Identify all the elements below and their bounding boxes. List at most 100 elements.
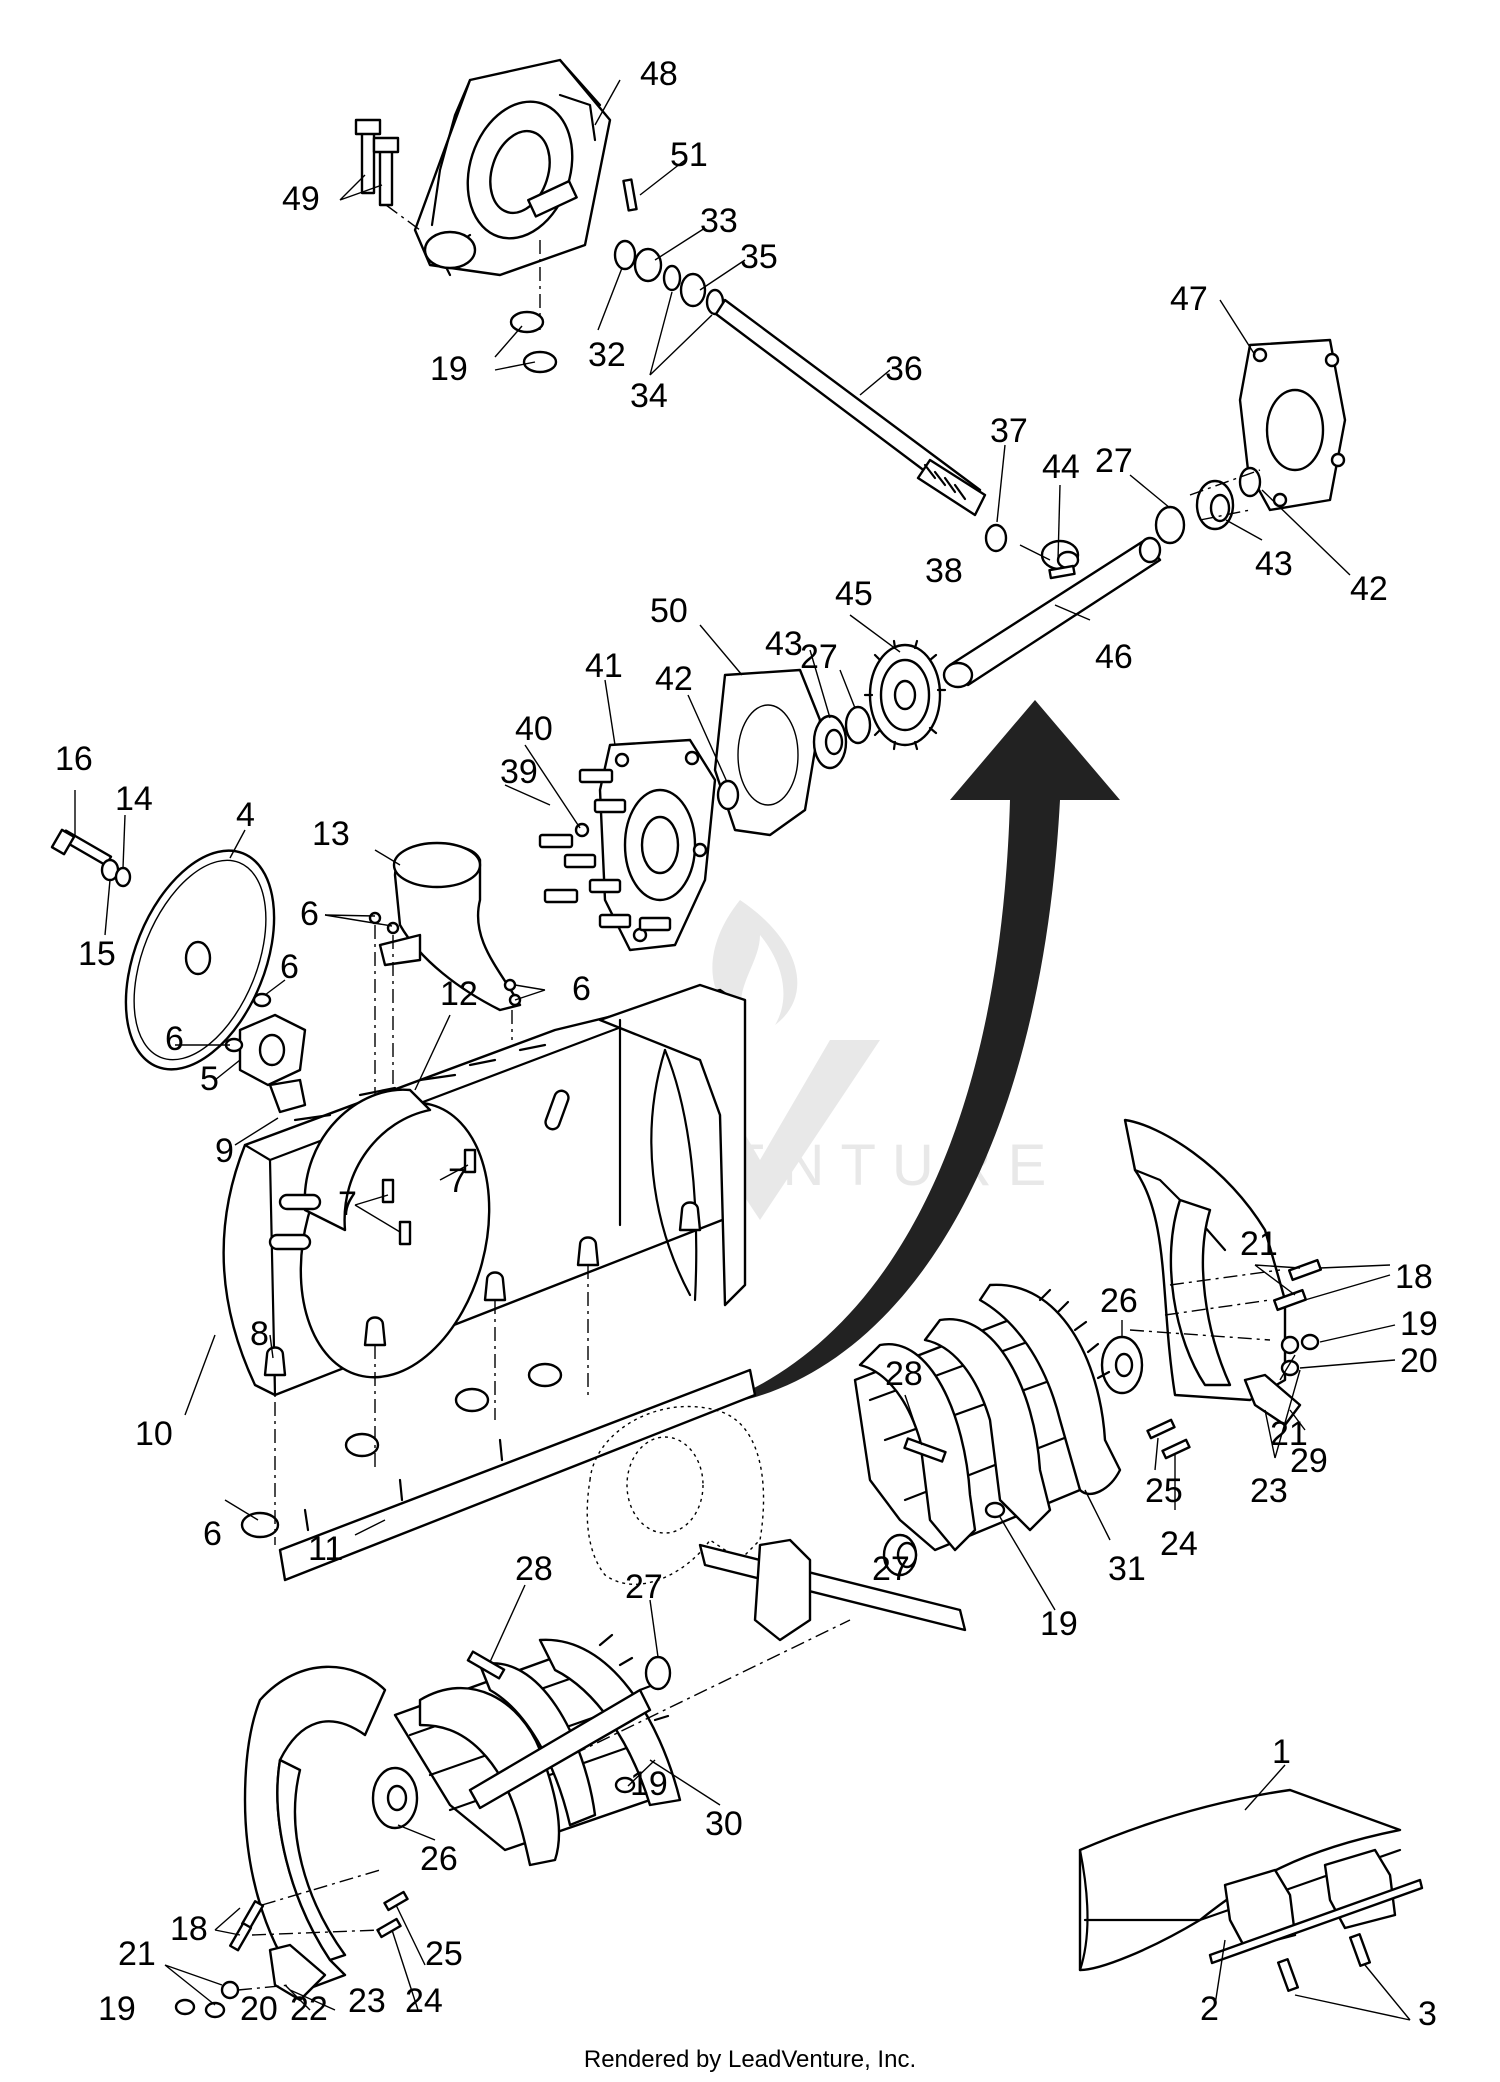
part-label-36: 36: [885, 350, 923, 388]
part-label-24: 24: [1160, 1525, 1198, 1563]
part-label-22: 22: [290, 1990, 328, 2028]
part-label-8: 8: [250, 1315, 269, 1353]
nut-19-left: [174, 1998, 196, 2016]
part-label-28: 28: [515, 1550, 553, 1588]
part-label-20: 20: [1400, 1342, 1438, 1380]
part-label-15: 15: [78, 935, 116, 973]
bolt-39: [538, 768, 672, 932]
key-44: [1048, 564, 1076, 580]
part-label-2: 2: [1200, 1990, 1219, 2028]
skid-22: [268, 1943, 327, 2002]
part-label-1: 1: [1272, 1733, 1291, 1771]
washer-21-left: [220, 1980, 240, 2000]
part-label-50: 50: [650, 592, 688, 630]
part-label-45: 45: [835, 575, 873, 613]
part-label-31: 31: [1108, 1550, 1146, 1588]
part-label-46: 46: [1095, 638, 1133, 676]
part-label-14: 14: [115, 780, 153, 818]
nut-19-left-auger: [614, 1776, 636, 1794]
skid-29: [1243, 1373, 1302, 1427]
part-label-11: 11: [308, 1530, 343, 1568]
bearing-9: [268, 1078, 307, 1114]
bushing-38: [1040, 539, 1080, 571]
bolt-24-left: [376, 1917, 402, 1939]
part-label-16: 16: [55, 740, 93, 778]
part-label-29: 29: [1290, 1442, 1328, 1480]
part-label-27: 27: [625, 1568, 663, 1606]
nut-20-right: [1280, 1359, 1300, 1377]
bolt-25-right: [1146, 1418, 1176, 1440]
part-label-6: 6: [165, 1020, 184, 1058]
thrust-washer-37: [984, 523, 1008, 553]
gear-case-half-47: [1238, 338, 1347, 512]
part-label-21: 21: [118, 1935, 156, 1973]
part-label-9: 9: [215, 1132, 234, 1170]
part-label-23: 23: [348, 1982, 386, 2020]
part-label-3: 3: [1418, 1995, 1437, 2033]
seal-42-lower: [716, 779, 740, 811]
part-label-47: 47: [1170, 280, 1208, 318]
bushing-27-right: [882, 1533, 918, 1577]
part-label-26: 26: [1100, 1282, 1138, 1320]
bolt-16: [50, 828, 113, 867]
worm-shaft-36: [714, 298, 987, 517]
part-label-30: 30: [705, 1805, 743, 1843]
part-label-19: 19: [630, 1765, 668, 1803]
part-label-6: 6: [300, 895, 319, 933]
carriage-bolt-8: [263, 1201, 702, 1377]
gear-case-41: [598, 738, 717, 952]
mounting-plate-26-right: [1100, 1335, 1144, 1395]
auger-housing-10: [222, 983, 747, 1397]
impeller-auger-31: [853, 1283, 1122, 1552]
part-label-20: 20: [240, 1990, 278, 2028]
washer-27-lower: [844, 705, 872, 745]
part-label-19: 19: [430, 350, 468, 388]
part-label-37: 37: [990, 412, 1028, 450]
part-label-25: 25: [1145, 1472, 1183, 1510]
auger-shaft-left: [468, 1688, 652, 1810]
part-label-51: 51: [670, 136, 708, 174]
part-label-18: 18: [170, 1910, 208, 1948]
part-label-39: 39: [500, 753, 538, 791]
part-label-5: 5: [200, 1060, 219, 1098]
part-label-44: 44: [1042, 448, 1080, 486]
part-label-27: 27: [872, 1550, 910, 1588]
part-label-19: 19: [1400, 1305, 1438, 1343]
part-label-24: 24: [405, 1982, 443, 2020]
part-label-7: 7: [338, 1185, 357, 1223]
nut-19-right-auger: [984, 1501, 1006, 1519]
chute-adapter-13: [368, 841, 522, 1012]
bolt-7: [381, 1148, 477, 1246]
part-label-6: 6: [572, 970, 591, 1008]
part-label-19: 19: [1040, 1605, 1078, 1643]
washer-14: [114, 866, 132, 888]
bolt-49: [354, 118, 400, 207]
bolt-24-right: [1161, 1438, 1191, 1460]
worm-gear-45: [863, 639, 947, 751]
part-label-10: 10: [135, 1415, 173, 1453]
impeller-auger-30: [393, 1633, 682, 1867]
part-label-21: 21: [1270, 1415, 1308, 1453]
part-label-49: 49: [282, 180, 320, 218]
part-label-35: 35: [740, 238, 778, 276]
baffle-inset: [1078, 1788, 1424, 1993]
part-label-21: 21: [1240, 1225, 1278, 1263]
washer-21-right: [1280, 1335, 1300, 1355]
footer-credit: Rendered by LeadVenture, Inc.: [583, 2046, 917, 2073]
pulley-4: [124, 849, 276, 1071]
part-label-19: 19: [98, 1990, 136, 2028]
bearing-flange-5: [238, 1013, 307, 1087]
shear-bolt-28-left: [466, 1650, 506, 1680]
part-label-27: 27: [800, 638, 838, 676]
thrust-washer-27: [1154, 505, 1186, 545]
part-label-4: 4: [236, 796, 255, 834]
assembly-arrow: [740, 700, 1120, 1400]
part-label-32: 32: [588, 336, 626, 374]
part-label-42: 42: [1350, 570, 1388, 608]
roll-pin-51: [622, 178, 638, 212]
gear-case-half-48: [413, 58, 612, 277]
part-label-12: 12: [440, 975, 478, 1013]
part-label-23: 23: [1250, 1472, 1288, 1510]
part-label-13: 13: [312, 815, 350, 853]
